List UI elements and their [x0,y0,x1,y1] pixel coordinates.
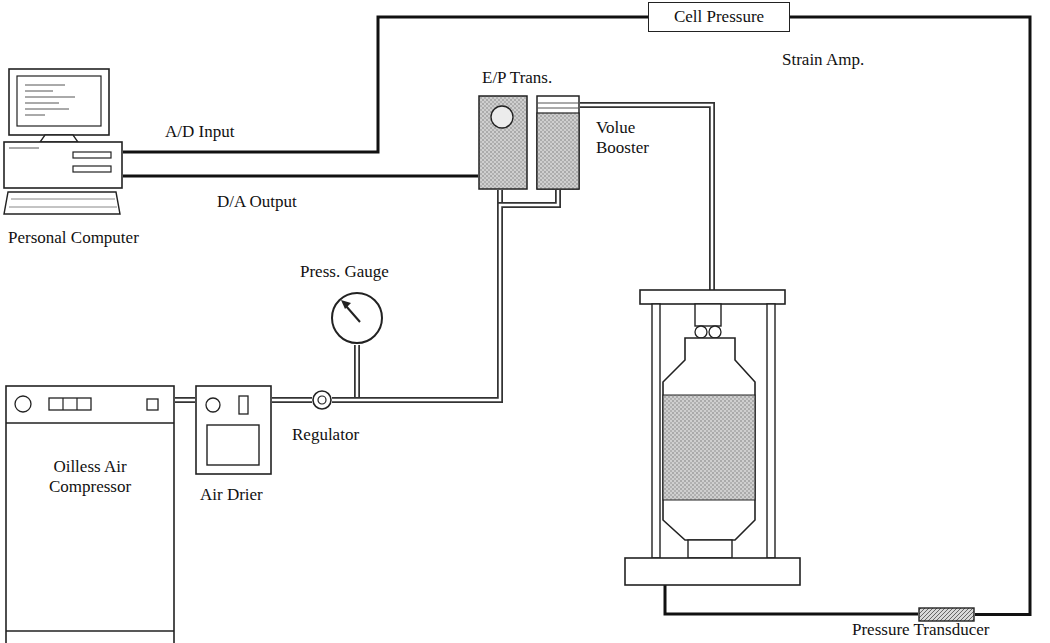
air-line [332,190,558,400]
signal-label: D/A Output [215,192,299,212]
amplifier-box: Cell Pressure [648,2,790,32]
drawing-rect [4,142,122,188]
device-label: Pressure Transducer [852,620,989,640]
drawing-rect [640,290,785,304]
computer-node: Personal Computer [3,68,123,216]
drawing-path [341,300,351,309]
volume-booster: Volue Booster [536,95,580,190]
air-line [272,400,312,401]
drawing-rect [688,540,732,558]
pressure-gauge-dial [330,291,384,345]
drawing-path [25,85,75,115]
drawing-path [63,398,77,410]
computer-illustration [3,68,123,216]
drawing-path [346,306,360,322]
drawing-rect [9,69,109,135]
ep-transducer: E/P Trans. [478,95,528,190]
regulator-symbol [312,390,332,410]
ep-transducer-body [478,95,528,190]
line-core [332,345,357,400]
drawing-path [4,192,120,214]
line-core [272,399,312,402]
air-drier-body [195,385,272,475]
drawing-rect [6,386,174,643]
drawing-path [40,135,78,142]
box-label: Cell Pressure [674,7,764,27]
device-label: Press. Gauge [300,262,389,282]
line-stroke [272,397,312,403]
drawing-rect [919,608,974,621]
signal-wire [790,17,1030,615]
drawing-path [580,105,712,290]
line-core [332,190,500,400]
compressor-body [5,385,175,643]
device-label: Volue Booster [596,118,662,157]
signal-wire [123,176,478,177]
drawing-circle [206,398,220,412]
drawing-circle [709,326,721,338]
pressure-gauge: Press. Gauge [330,291,384,345]
drawing-rect [147,399,158,410]
drawing-rect [652,304,660,558]
device-label: Personal Computer [8,228,139,248]
drawing-path [580,105,712,290]
volume-booster-body [536,95,580,190]
pressure-transducer: Pressure Transducer [918,607,975,622]
drawing-path [9,148,39,149]
drawing-path [9,199,117,207]
drawing-rect [17,76,101,126]
device-label: Oilless Air Compressor [30,457,150,496]
drawing-rect [207,425,259,465]
drawing-rect [239,396,248,414]
drawing-rect [73,152,111,158]
drawing-path [663,338,755,540]
device-label: Air Drier [200,485,263,505]
drawing-rect [625,558,800,585]
line-core [175,399,195,402]
air-drier: Air Drier [195,385,272,475]
line-stroke [123,175,478,178]
signal-label: A/D Input [163,122,236,142]
drawing-rect [767,304,775,558]
drawing-circle [332,293,382,343]
air-line [332,345,357,400]
drawing-rect [479,96,527,189]
drawing-circle [313,391,331,409]
drawing-rect [695,304,721,326]
drawing-rect [663,395,755,500]
drawing-rect [73,166,111,172]
drawing-rect [49,398,91,410]
device-label: E/P Trans. [482,68,552,88]
line-stroke [332,345,357,400]
drawing-circle [695,326,707,338]
drawing-rect [537,113,579,189]
air-compressor: Oilless Air Compressor [5,385,175,643]
pressure-transducer-body [918,607,975,622]
drawing-circle [491,106,513,128]
drawing-path [537,103,579,108]
drawing-path [6,423,174,631]
drawing-path [665,585,918,614]
part-label: Strain Amp. [782,50,864,70]
drawing-rect [196,386,271,474]
drawing-circle [318,396,326,404]
drawing-rect [537,96,579,189]
line-stroke [332,190,500,400]
regulator: Regulator [312,390,332,410]
air-line [332,190,500,400]
line-stroke [790,17,1030,615]
line-stroke [175,397,195,403]
line-stroke [332,190,558,400]
line-core [332,190,558,400]
device-label: Regulator [292,425,359,445]
drawing-circle [15,396,31,412]
air-line [175,400,195,401]
